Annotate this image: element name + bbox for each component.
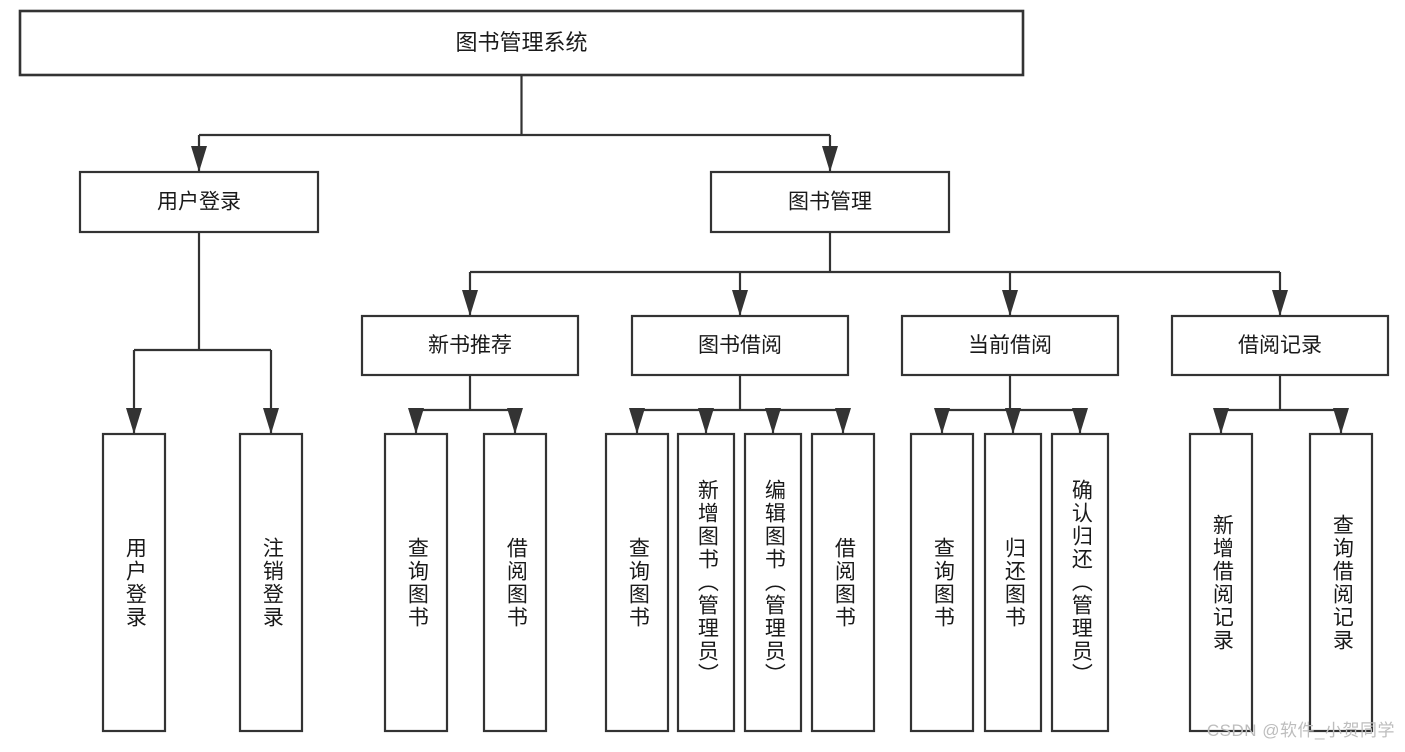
node-label-book-manage: 图书管理 xyxy=(788,191,872,214)
node-box-current-borrow[interactable] xyxy=(900,314,1120,377)
arrowhead-icon xyxy=(934,408,950,434)
node-box-book-borrow[interactable] xyxy=(630,314,850,377)
box-layer xyxy=(18,9,1390,733)
arrowhead-icon xyxy=(822,146,838,172)
node-label-new-book-recommend: 新书推荐 xyxy=(428,334,512,357)
node-box-leaf-query-book-3[interactable] xyxy=(909,432,975,733)
node-label-root: 图书管理系统 xyxy=(455,30,587,55)
arrowhead-icon xyxy=(263,408,279,434)
arrowhead-icon xyxy=(1072,408,1088,434)
node-label-borrow-record: 借阅记录 xyxy=(1238,334,1322,357)
node-box-leaf-query-book-1[interactable] xyxy=(383,432,449,733)
node-box-leaf-borrow-book-1[interactable] xyxy=(482,432,548,733)
node-label-current-borrow: 当前借阅 xyxy=(968,334,1052,357)
arrowhead-icon xyxy=(765,408,781,434)
node-box-leaf-user-login[interactable] xyxy=(101,432,167,733)
arrowhead-icon xyxy=(462,290,478,316)
node-label-user-login: 用户登录 xyxy=(157,191,241,214)
node-box-book-manage[interactable] xyxy=(709,170,951,234)
node-box-leaf-return-book[interactable] xyxy=(983,432,1043,733)
node-box-leaf-borrow-book-2[interactable] xyxy=(810,432,876,733)
arrowhead-icon xyxy=(1005,408,1021,434)
arrowhead-icon xyxy=(1213,408,1229,434)
arrowhead-icon xyxy=(191,146,207,172)
arrowhead-icon xyxy=(1002,290,1018,316)
arrowhead-icon xyxy=(507,408,523,434)
node-box-leaf-add-record[interactable] xyxy=(1188,432,1254,733)
node-box-leaf-query-book-2[interactable] xyxy=(604,432,670,733)
node-label-book-borrow: 图书借阅 xyxy=(698,334,782,357)
node-box-leaf-query-record[interactable] xyxy=(1308,432,1374,733)
node-box-leaf-add-book[interactable] xyxy=(676,432,736,733)
arrowhead-icon xyxy=(126,408,142,434)
node-box-leaf-confirm-return[interactable] xyxy=(1050,432,1110,733)
arrowhead-icon xyxy=(408,408,424,434)
node-box-leaf-edit-book[interactable] xyxy=(743,432,803,733)
arrowhead-icon xyxy=(1272,290,1288,316)
arrowhead-icon xyxy=(835,408,851,434)
watermark: CSDN @软件_小贺同学 xyxy=(1206,721,1395,740)
arrowhead-icon xyxy=(698,408,714,434)
arrowhead-icon xyxy=(1333,408,1349,434)
node-box-borrow-record[interactable] xyxy=(1170,314,1390,377)
arrowhead-icon xyxy=(629,408,645,434)
node-box-root[interactable] xyxy=(18,9,1025,77)
node-box-leaf-logout[interactable] xyxy=(238,432,304,733)
node-box-user-login[interactable] xyxy=(78,170,320,234)
connector-layer xyxy=(126,75,1349,434)
arrowhead-icon xyxy=(732,290,748,316)
node-box-new-book-recommend[interactable] xyxy=(360,314,580,377)
